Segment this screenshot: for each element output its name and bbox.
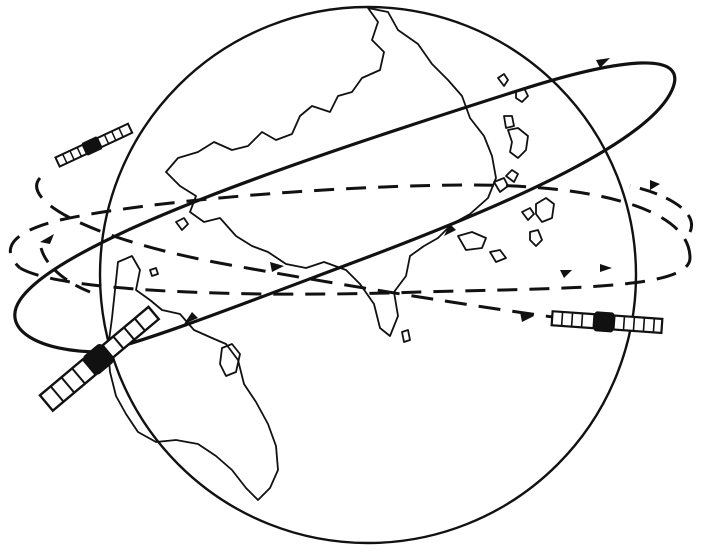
globe-outline <box>100 7 636 543</box>
globe <box>100 7 636 543</box>
orbit-equatorial-arrow-1 <box>40 234 54 244</box>
orbit-inclined-dashed-back <box>630 186 692 232</box>
orbit-equatorial-arrow-2 <box>650 180 660 190</box>
satellite-icon <box>55 122 133 168</box>
